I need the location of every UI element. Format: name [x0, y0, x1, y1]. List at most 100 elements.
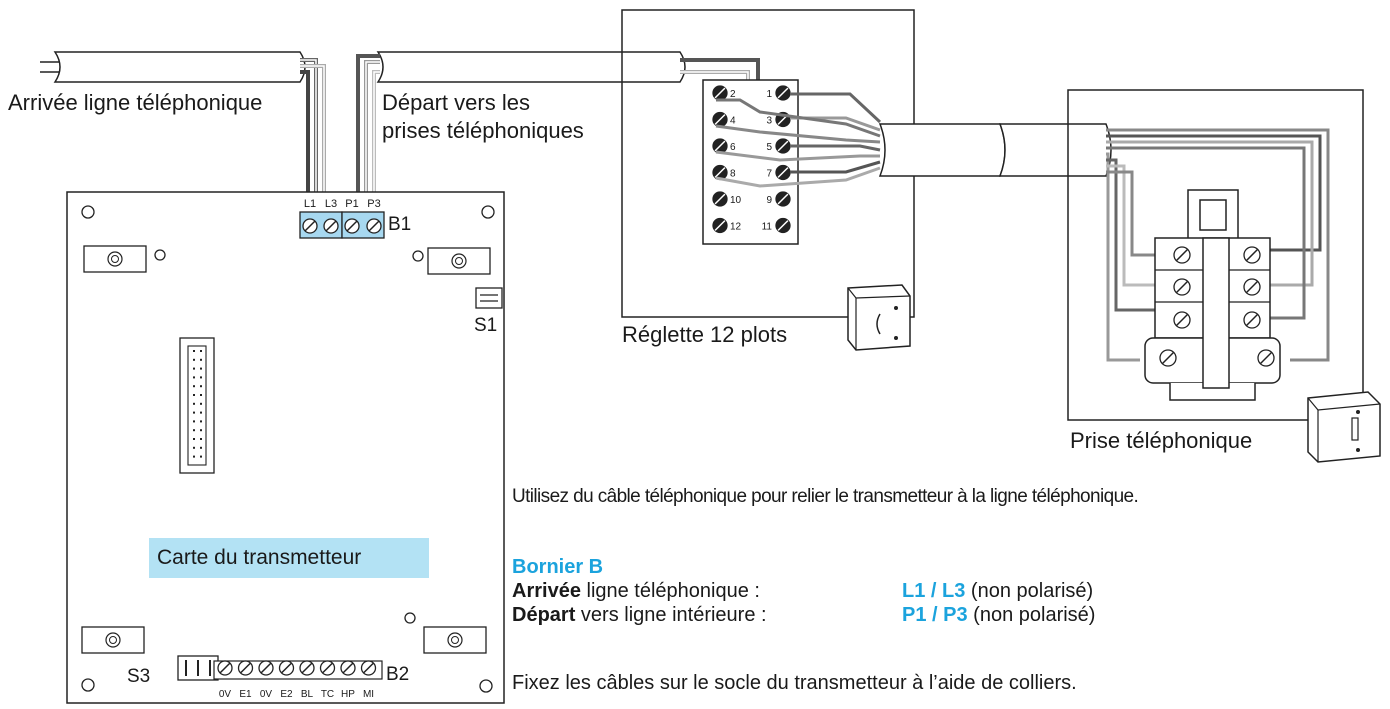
socket-screw-8 — [1257, 349, 1275, 367]
b2-screw — [278, 660, 295, 676]
b1-terminal-block — [299, 211, 385, 239]
strip-screw-6 — [712, 138, 728, 154]
header-pin — [200, 367, 202, 370]
strip-number: 6 — [730, 142, 736, 153]
b2-label: B2 — [386, 664, 410, 685]
strip-number: 2 — [730, 89, 736, 100]
row-arrivee-value: L1 / L3 (non polarisé) — [902, 580, 1094, 602]
strip-screw-5 — [775, 138, 791, 154]
header-pin — [193, 367, 195, 370]
b2-screw — [299, 660, 315, 676]
strip-screw-9 — [775, 191, 791, 207]
row-arrivee: Arrivée ligne téléphonique : — [512, 580, 760, 602]
header-pin — [200, 394, 202, 396]
header-pin — [193, 402, 195, 405]
header-pin — [200, 446, 202, 449]
b2-terminal-label: HP — [341, 689, 355, 700]
b2-screw — [217, 660, 233, 676]
header-pin — [200, 455, 202, 458]
wall-socket-icon-2 — [1307, 391, 1381, 463]
strip-screw-8 — [712, 164, 728, 181]
socket-label: Prise téléphonique — [1070, 428, 1253, 453]
header-pin — [200, 350, 202, 352]
b2-screw — [360, 660, 377, 676]
transmitter-board — [66, 191, 505, 704]
strip-number: 5 — [766, 142, 772, 153]
header-pin — [193, 350, 195, 352]
strip-screw-4 — [712, 111, 728, 128]
header-pin — [200, 420, 202, 423]
socket-screw-2 — [1243, 246, 1261, 264]
header-pin — [193, 446, 195, 449]
b2-screw — [237, 660, 254, 676]
header-pin — [193, 358, 195, 361]
socket-screw-7 — [1159, 349, 1177, 367]
row-depart-value: P1 / P3 (non polarisé) — [902, 604, 1096, 626]
strip-label: Réglette 12 plots — [622, 322, 788, 347]
strip-number: 7 — [766, 169, 772, 180]
s1-label: S1 — [474, 315, 498, 336]
wall-socket-icon — [847, 284, 911, 351]
b2-screw — [319, 660, 336, 676]
header-pin — [200, 438, 202, 440]
b2-terminal-block — [213, 660, 383, 680]
incoming-line-label: Arrivée ligne téléphonique — [8, 90, 263, 115]
header-pin — [193, 420, 195, 423]
instruction-intro: Utilisez du câble téléphonique pour reli… — [512, 486, 1139, 507]
strip-screw-7 — [775, 164, 791, 181]
strip-screw-11 — [775, 217, 791, 234]
header-pin — [200, 429, 202, 432]
socket-screw-6 — [1243, 311, 1261, 329]
b2-terminal-label: TC — [321, 689, 334, 700]
b1-screw-l1 — [302, 218, 318, 234]
header-pin — [193, 376, 195, 379]
strip-number: 1 — [766, 89, 772, 100]
board-label: Carte du transmetteur — [149, 538, 429, 578]
header-pin — [193, 411, 195, 414]
header-pin — [200, 402, 202, 405]
b1-screw-p3 — [366, 218, 382, 234]
b2-screw — [340, 660, 356, 676]
incoming-cable — [40, 51, 326, 196]
b1-screw-p1 — [344, 218, 360, 234]
socket-screw-1 — [1173, 246, 1191, 264]
b1-terminal-label: L3 — [325, 198, 337, 210]
socket-connector — [1144, 189, 1281, 401]
strip-screw-12 — [712, 217, 728, 234]
header-pin — [200, 411, 202, 414]
b2-terminal-label: 0V — [260, 689, 273, 700]
strip-screw-2 — [712, 85, 728, 101]
b1-label: B1 — [388, 214, 412, 235]
strip-to-socket-cable — [715, 92, 1112, 188]
b1-terminal-label: P1 — [345, 198, 358, 210]
strip-screw-1 — [775, 85, 791, 101]
b1-terminal-label: P3 — [367, 198, 380, 210]
socket-screw-4 — [1243, 278, 1261, 296]
b2-terminal-label: MI — [363, 689, 374, 700]
strip-screw-10 — [712, 191, 728, 207]
b2-terminal-label: 0V — [219, 689, 232, 700]
s3-label: S3 — [127, 666, 151, 687]
b1-terminal-label: L1 — [304, 198, 316, 210]
bornier-heading: Bornier B — [512, 556, 604, 578]
strip-number: 9 — [766, 195, 772, 206]
strip-number: 8 — [730, 169, 736, 180]
b1-screw-l3 — [323, 218, 339, 234]
header-pin — [193, 385, 195, 388]
instruction-footer: Fixez les câbles sur le socle du transme… — [512, 672, 1077, 694]
header-pin — [193, 429, 195, 432]
strip-number: 12 — [730, 222, 742, 233]
strip-number: 10 — [730, 195, 742, 206]
departure-cable — [356, 51, 782, 196]
strip-number: 3 — [766, 116, 772, 127]
row-depart: Départ vers ligne intérieure : — [512, 604, 767, 626]
b2-terminal-label: BL — [301, 689, 314, 700]
b2-screw — [258, 660, 274, 676]
departure-label-line2: prises téléphoniques — [382, 118, 584, 143]
header-pin — [200, 358, 202, 361]
socket-screw-5 — [1173, 311, 1191, 329]
strip-number: 11 — [762, 222, 773, 233]
b2-terminal-label: E1 — [239, 689, 252, 700]
b2-terminal-label: E2 — [280, 689, 293, 700]
